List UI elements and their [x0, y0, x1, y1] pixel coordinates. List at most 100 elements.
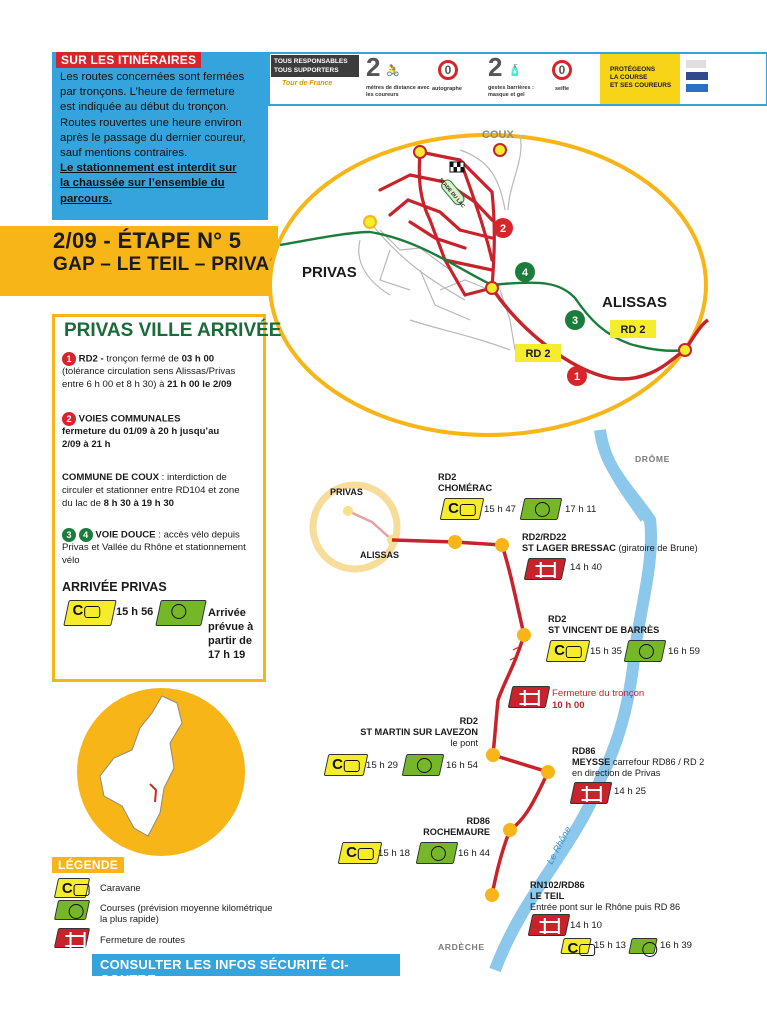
rochemaure-name: ROCHEMAURE: [423, 827, 490, 837]
marker-2: 2: [493, 218, 513, 238]
roundabout: [493, 143, 507, 157]
item3-time: 8 h 30 à 19 h 30: [103, 497, 175, 509]
marker-4-label: 4: [522, 267, 529, 279]
item1-code: RD2 -: [78, 353, 107, 365]
race-icon: [53, 900, 91, 920]
segment-closure-label: Fermeture du tronçon: [552, 688, 645, 699]
item1-tolerance-2: entre 6 h 00 et 8 h 30) à: [62, 379, 168, 391]
ardeche-inset-map: [77, 688, 245, 856]
leteil-label: RN102/RD86 LE TEIL Entrée pont sur le Rh…: [530, 880, 680, 913]
legend-tag: LÉGENDE: [52, 857, 125, 873]
stage-route: GAP – LE TEIL – PRIVAS: [53, 254, 283, 275]
mini-route: [347, 509, 393, 541]
partner-logo: [686, 84, 708, 92]
meysse-code: RD86: [572, 746, 596, 756]
banner-yellow-3: ET SES COUREURS: [610, 82, 672, 89]
banner-number-4: 0: [552, 60, 572, 80]
banner-text-1: mètres de distance avec les coureurs: [366, 85, 430, 98]
chomerac-caravan-time: 15 h 47: [484, 504, 517, 515]
info-line: après le passage du dernier coureur,: [60, 131, 246, 144]
roundabout: [363, 215, 377, 229]
lager-note: (giratoire de Brune): [615, 543, 698, 553]
road-closure-icon: [53, 928, 91, 948]
rochemaure-code: RD86: [466, 816, 491, 826]
rochemaure-dot: [503, 823, 517, 837]
lager-name: ST LAGER BRESSAC: [522, 543, 616, 553]
info-panel: [52, 52, 268, 220]
marker-1-label: 1: [574, 371, 580, 383]
vincent-caravan-time: 15 h 35: [590, 646, 623, 657]
inset-route: [149, 783, 158, 803]
banner-yellow-2: LA COURSE: [610, 74, 648, 81]
privas-zoom-circle: [309, 481, 401, 573]
road-closure-icon: [527, 914, 571, 936]
rd2-badge-east: [610, 320, 656, 338]
leteil-dot: [485, 888, 499, 902]
item1-time: 03 h 00: [181, 353, 215, 365]
banner-yellow-text: PROTÉGEONS LA COURSE ET SES COUREURS: [610, 66, 671, 90]
mini-privas-label: PRIVAS: [330, 487, 363, 497]
caravan-icon: [560, 938, 592, 954]
banner-slogan-2: TOUS SUPPORTERS: [274, 67, 339, 74]
leteil-caravan-time: 15 h 13: [594, 940, 627, 951]
segment-closure: Fermeture du tronçon 10 h 00: [552, 688, 644, 712]
closure-item-2: 2 VOIES COMMUNALES fermeture du 01/09 à …: [62, 412, 262, 452]
chomerac-label: RD2 CHOMÉRAC: [438, 472, 493, 494]
rd2-route: [490, 287, 686, 381]
meysse-label: RD86 MEYSSE carrefour RD86 / RD 2 en dir…: [572, 746, 704, 779]
alissas-label: ALISSAS: [602, 294, 667, 311]
roundabout: [678, 343, 692, 357]
banner-text-2: autographe: [432, 86, 462, 92]
caravan-icon: [63, 600, 117, 626]
banner-slogan-1: TOUS RESPONSABLES: [274, 58, 348, 65]
roundabout: [413, 145, 427, 159]
item2-title: VOIES COMMUNALES: [78, 413, 181, 425]
race-icon: [519, 498, 563, 520]
item3-text-3: du lac de: [62, 497, 104, 509]
caravan-icon: [439, 498, 485, 520]
mask-gel-icon: 🧴: [508, 65, 522, 77]
lager-code: RD2/RD22: [522, 532, 567, 542]
chomerac-code: RD2: [438, 472, 457, 482]
closure-item-3: COMMUNE DE COUX : interdiction de circul…: [62, 472, 262, 510]
security-info-link[interactable]: CONSULTER LES INFOS SÉCURITÉ CI-CONTRE: [92, 954, 400, 987]
arrival-race-time: Arrivée prévue à partir de 17 h 19: [208, 606, 253, 662]
item4-text-2: Privas et Vallée du Rhône et stationneme…: [62, 542, 246, 554]
item3-text: : interdiction de: [159, 472, 227, 483]
stage-route-map: DRÔME ARDÈCHE Le Rhône PRIVAS ALISSAS: [309, 429, 670, 973]
item4-text: : accès vélo depuis: [155, 529, 240, 541]
leteil-code: RN102/RD86: [530, 880, 585, 890]
chomerac-race-time: 17 h 11: [565, 504, 597, 515]
chomerac-dot: [448, 535, 462, 549]
closure-ticks: [509, 645, 522, 661]
banner-slogan: TOUS RESPONSABLES TOUS SUPPORTERS: [271, 55, 359, 77]
race-icon: [401, 754, 445, 776]
caravan-icon: [545, 640, 591, 662]
arrival-line-1: Arrivée: [208, 607, 246, 619]
item1-tolerance: (tolérance circulation sens Alissas/Priv…: [62, 366, 236, 378]
drome-label: DRÔME: [635, 453, 670, 464]
legend-courses: Courses (prévision moyenne kilométrique …: [100, 902, 272, 924]
rhone-river: [489, 429, 657, 973]
meysse-note-1: carrefour RD86 / RD 2: [610, 757, 705, 767]
segment-closure-time: 10 h 00: [552, 700, 585, 711]
marker-1: 1: [567, 366, 587, 386]
caravan-icon: [53, 878, 91, 898]
martin-caravan-time: 15 h 29: [366, 760, 399, 771]
martin-note: le pont: [450, 738, 478, 748]
arrival-line-4: 17 h 19: [208, 649, 246, 661]
vincent-race-time: 16 h 59: [668, 646, 701, 657]
chomerac-name: CHOMÉRAC: [438, 483, 493, 493]
item4-title: VOIE DOUCE: [95, 529, 156, 541]
ardeche-label: ARDÈCHE: [438, 942, 485, 952]
banner-number-1: 2: [366, 52, 381, 82]
race-icon: [155, 600, 207, 626]
tour-de-france-logo: Tour de France: [282, 80, 333, 87]
meysse-closure-time: 14 h 25: [614, 786, 647, 797]
banner-number-2: 0: [438, 60, 458, 80]
banner-yellow-1: PROTÉGEONS: [610, 66, 656, 73]
info-line: est indiquée au début du tronçon.: [60, 101, 230, 114]
runner-icon: 🚴: [386, 65, 400, 77]
rd2-badge-west: [515, 344, 561, 362]
martin-race-time: 16 h 54: [446, 760, 479, 771]
